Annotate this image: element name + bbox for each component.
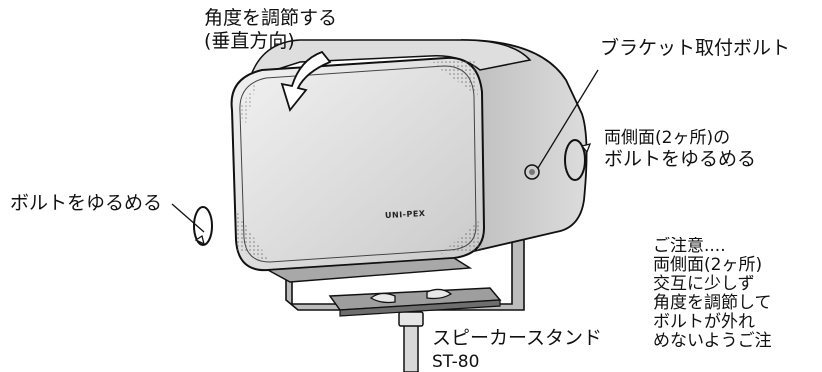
wing-nut-left [369, 292, 396, 304]
caution-note-line2: 両側面(2ヶ所) [653, 255, 763, 275]
grille-top-left [240, 78, 258, 130]
stand-model-label: ST-80 [432, 352, 480, 372]
wing-nut-right [426, 288, 453, 300]
caution-note-line1: ご注意.... [653, 237, 726, 256]
left-rotate-icon [171, 203, 213, 246]
bracket-bolt-label: ブラケット取付ボルト [600, 37, 791, 59]
both-sides-loosen-label: ボルトをゆるめる [604, 148, 757, 170]
caution-note: ご注意.... 両側面(2ヶ所) 交互に少しず 角度を調節して ボルトが外れ め… [653, 237, 822, 351]
caution-note-line3: 交互に少しず [653, 274, 755, 294]
grille-bottom-right [440, 220, 482, 254]
caution-note-line4: 角度を調節して [653, 293, 772, 313]
stand-plate [328, 287, 502, 317]
adjust-angle-label: 角度を調節する [204, 7, 338, 29]
speaker [230, 39, 588, 283]
speaker-front [230, 56, 486, 272]
caution-note-line5: ボルトが外れ [653, 312, 755, 332]
tilt-arrow-icon [280, 50, 332, 112]
bracket-bolt-leader [537, 69, 599, 169]
caution-note-line6: めないようご注 [653, 331, 772, 351]
adjust-angle-direction: (垂直方向) [204, 30, 295, 52]
grille-bottom-left [236, 210, 270, 262]
loosen-bolt-label: ボルトをゆるめる [10, 192, 163, 214]
stand-name-label: スピーカースタンド [432, 327, 603, 349]
right-rotate-icon [564, 139, 592, 181]
grille-top-right [430, 60, 478, 96]
bracket-bolt [524, 69, 599, 180]
both-sides-label: 両側面(2ヶ所)の [604, 128, 731, 148]
speaker-side [461, 39, 588, 254]
